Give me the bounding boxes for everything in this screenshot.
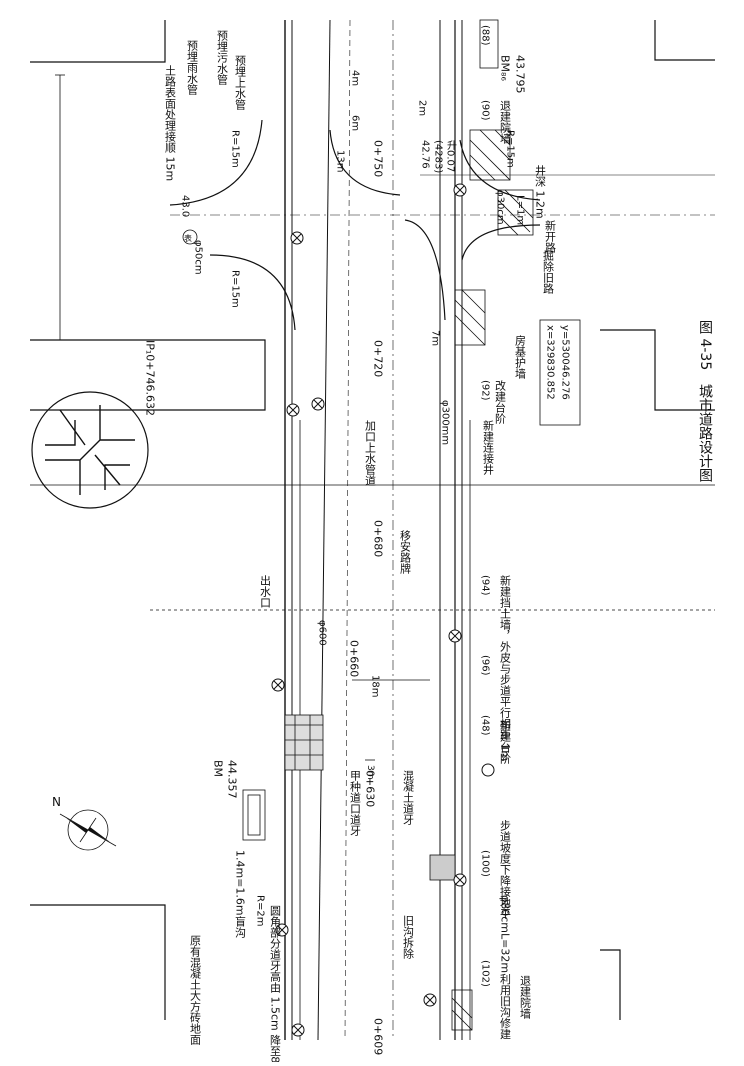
annotation: 新建台阶 — [499, 719, 512, 765]
meter-symbol — [182, 229, 198, 245]
annotation: 退建院墙 — [499, 100, 512, 145]
elevation-label: (4283) — [433, 140, 444, 173]
annotation: 新建连接井 — [482, 419, 495, 476]
annotation: 土路表面处理接顺 15m — [164, 65, 177, 182]
annotation: 移安路牌 — [399, 530, 412, 575]
annotation: 新建挡土墙，外皮与步道平行相距 1m — [499, 574, 512, 762]
dim-18m: 18m — [370, 675, 381, 697]
dim-6m: 6m — [350, 115, 361, 131]
annotation: 圆角部分道牙高由 1.5cm 降至8cm — [269, 905, 282, 1062]
annotation: 加口上水管道 — [364, 420, 377, 486]
annotation: 出水口 — [259, 574, 272, 608]
annotation: 预埋雨水管 — [186, 40, 199, 96]
dimension-lines — [30, 74, 715, 761]
bm-right-elevation: 43.795 — [514, 55, 527, 94]
dim-3m: 3m — [365, 765, 375, 780]
radius-label: R=15m — [230, 270, 241, 308]
annotation: 混凝土道牙 — [402, 770, 415, 826]
annotation: 甲种道口道牙 — [349, 770, 362, 837]
annotation: 1.4m=1.6m盲沟 — [234, 850, 247, 938]
lot-number: (94) — [480, 575, 491, 596]
lot-number: (96) — [480, 655, 491, 676]
annotation: 掘除旧路 — [542, 249, 555, 295]
annotation: 新开路 — [544, 219, 557, 254]
lot-number: (100) — [480, 850, 491, 877]
radius-label: R=15m — [505, 130, 516, 168]
annotation: 井深 1.2m — [534, 164, 547, 219]
station-label: 0+660 — [348, 640, 361, 677]
annotation: φ80cmL=32m利用旧沟修建 — [499, 895, 512, 1040]
station-label: 0+750 — [372, 140, 385, 177]
bm-left-elevation: 44.357 — [226, 760, 239, 799]
lot-number: (48) — [480, 715, 491, 736]
meter-symbol-label: 表 — [184, 233, 192, 243]
lot-number: (92) — [480, 380, 491, 401]
lot-number: (90) — [480, 100, 491, 121]
coord-x: x=329830.852 — [545, 325, 556, 400]
annotations: 土路表面处理接顺 15m 预埋雨水管 预埋污水管 预埋上水管 退建院墙 井深 1… — [164, 30, 557, 1066]
station-label: 0+720 — [372, 340, 385, 377]
dim-7m: 7m — [430, 330, 441, 346]
annotation: 旧沟拆除 — [402, 915, 415, 959]
station-label: 0+609 — [372, 1018, 385, 1055]
annotation: 改建台阶 — [494, 379, 507, 425]
annotation: 房基护墙 — [514, 335, 527, 380]
ip-label: IP₁0+746.632 — [144, 340, 157, 416]
annotation: 预埋上水管 — [234, 55, 247, 111]
radius-label: R=2m — [255, 895, 266, 926]
elevation-label: 升0.07 — [445, 140, 457, 172]
lot-number: (88) — [480, 25, 491, 46]
annotation: 原有混凝土大方砖地面 — [189, 935, 202, 1045]
intersection-curves — [169, 119, 715, 331]
north-arrow — [59, 809, 117, 851]
radius-label: R=15m — [230, 130, 241, 168]
bm-right-label: BM₈₆ — [499, 55, 512, 81]
dimension-labels: R=15m R=15m R=15m R=2m 13m 6m 4m 2m 7m 1… — [180, 70, 526, 926]
pipe-dia-label: φ600 — [317, 620, 328, 646]
coord-box — [539, 319, 581, 426]
north-label: N — [52, 795, 61, 809]
lot-numbers: (88) (90) (92) (94) (96) (48) (100) (102… — [480, 19, 499, 987]
pipe-dia-label: φ300mm — [440, 400, 451, 445]
coord-y: y=530046.276 — [560, 325, 571, 400]
key-map — [31, 391, 149, 509]
elevation-label: 42.76 — [420, 140, 431, 169]
pipe-length-label: L=1m — [515, 195, 526, 225]
dim-13m: 13m — [335, 150, 346, 172]
lot-number: (102) — [480, 960, 491, 987]
pipe-dia-label: φ50cm — [193, 240, 204, 275]
property-lines — [30, 20, 715, 1020]
elevation-label: 43.0 — [180, 195, 191, 217]
annotation: 预埋污水管 — [216, 30, 229, 86]
station-label: 0+630 — [364, 770, 377, 807]
station-label: 0+680 — [372, 520, 385, 557]
sheet-caption: 图 4-35 城市道路设计图 — [697, 320, 713, 483]
survey-labels: BM 44.357 BM₈₆ 43.795 IP₁0+746.632 x=329… — [144, 55, 581, 799]
dim-4m: 4m — [350, 70, 361, 86]
bm-left-label: BM — [212, 760, 225, 777]
manholes — [271, 183, 495, 1037]
annotation: 步道坡度下降接地平 — [499, 820, 512, 920]
station-labels: 0+609 0+630 0+660 0+680 0+720 0+750 — [348, 140, 385, 1055]
annotation: 退建院墙 — [519, 975, 532, 1020]
hatched-structures — [242, 129, 534, 1031]
pipe-dia-label: φ30cm — [495, 190, 506, 225]
dim-2m: 2m — [417, 100, 428, 116]
